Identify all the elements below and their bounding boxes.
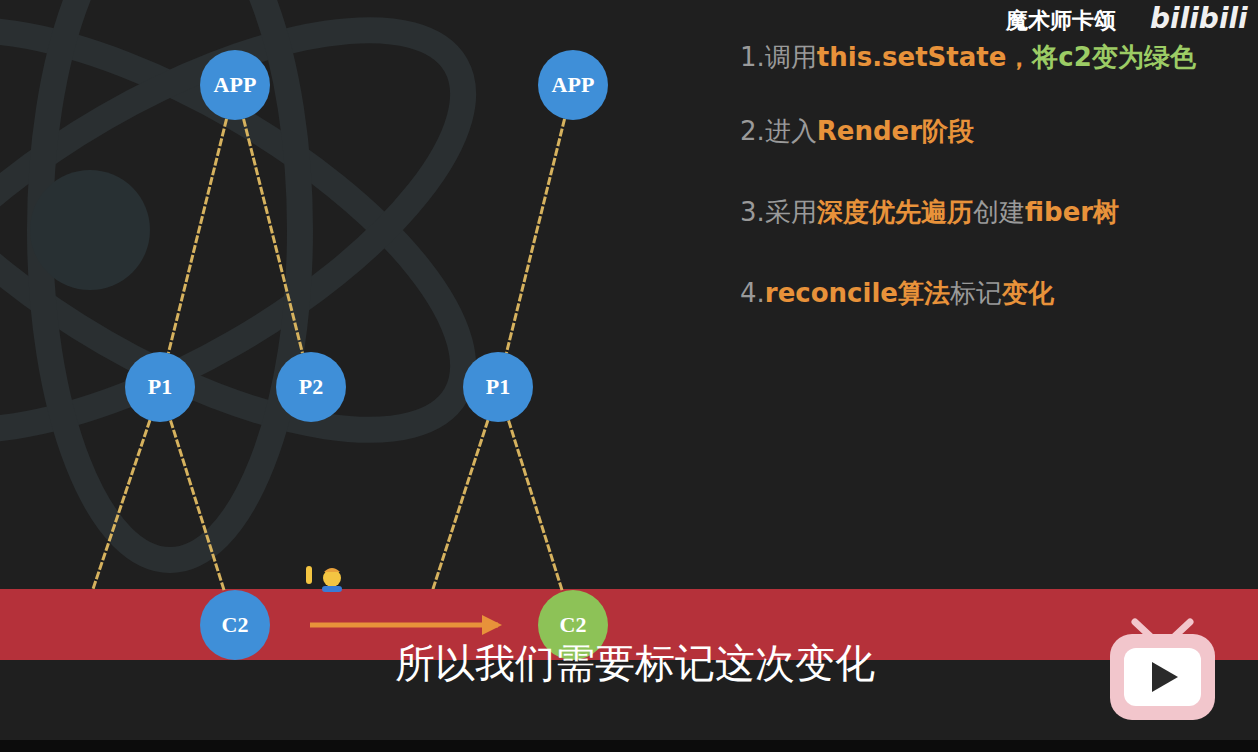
text-run: 所以我们需要标记这次变化 — [395, 640, 875, 686]
tree-link — [171, 420, 225, 591]
subtitle: 所以我们需要标记这次变化 — [395, 636, 875, 691]
tree-link — [506, 119, 564, 353]
change-arrow — [310, 623, 498, 628]
text-run: 变化 — [1002, 278, 1054, 308]
step-item: 1.调用this.setState，将c2变为绿色 — [740, 40, 1196, 75]
text-run: 3.采用 — [740, 197, 817, 227]
tree-link — [509, 420, 563, 591]
text-run: 标记 — [950, 278, 1002, 308]
text-run: bilibili — [1150, 2, 1248, 35]
tree-link — [244, 119, 303, 353]
text-run: 创建 — [973, 197, 1025, 227]
text-run: reconcile算法 — [765, 278, 950, 308]
watermark: 魔术师卡颂 — [1006, 6, 1116, 36]
react-logo-core — [30, 170, 150, 290]
bottom-bar — [0, 740, 1258, 752]
tree-node-circle: P1 — [125, 352, 195, 422]
react-logo — [0, 0, 521, 560]
tree-node-circle: P2 — [276, 352, 346, 422]
node-label: APP — [552, 72, 595, 98]
tree-node-circle: APP — [200, 50, 270, 120]
text-run: fiber树 — [1025, 197, 1119, 227]
text-run: 1.调用 — [740, 42, 817, 72]
text-run: 魔术师卡颂 — [1006, 8, 1116, 33]
text-run: this.setState， — [817, 42, 1033, 72]
text-run: 4. — [740, 278, 765, 308]
tree-link — [168, 119, 226, 353]
node-label: P1 — [148, 374, 172, 400]
text-run: Render阶段 — [817, 116, 974, 146]
person-emoji — [306, 566, 342, 592]
tree-node-circle: C2 — [200, 590, 270, 660]
site-logo: bilibili — [1150, 2, 1248, 35]
play-button-icon — [1110, 622, 1215, 720]
tree-node-circle: P1 — [463, 352, 533, 422]
node-label: APP — [214, 72, 257, 98]
text-run: 2.进入 — [740, 116, 817, 146]
node-label: P1 — [486, 374, 510, 400]
node-label: P2 — [299, 374, 323, 400]
node-label: C2 — [222, 612, 249, 638]
step-item: 4.reconcile算法标记变化 — [740, 276, 1054, 311]
cut-off-branch — [92, 420, 488, 592]
step-item: 3.采用深度优先遍历创建fiber树 — [740, 195, 1119, 230]
text-run: 将c2变为绿色 — [1032, 42, 1196, 72]
step-item: 2.进入Render阶段 — [740, 114, 974, 149]
text-run: 深度优先遍历 — [817, 197, 973, 227]
node-label: C2 — [560, 612, 587, 638]
tree-node-circle: APP — [538, 50, 608, 120]
